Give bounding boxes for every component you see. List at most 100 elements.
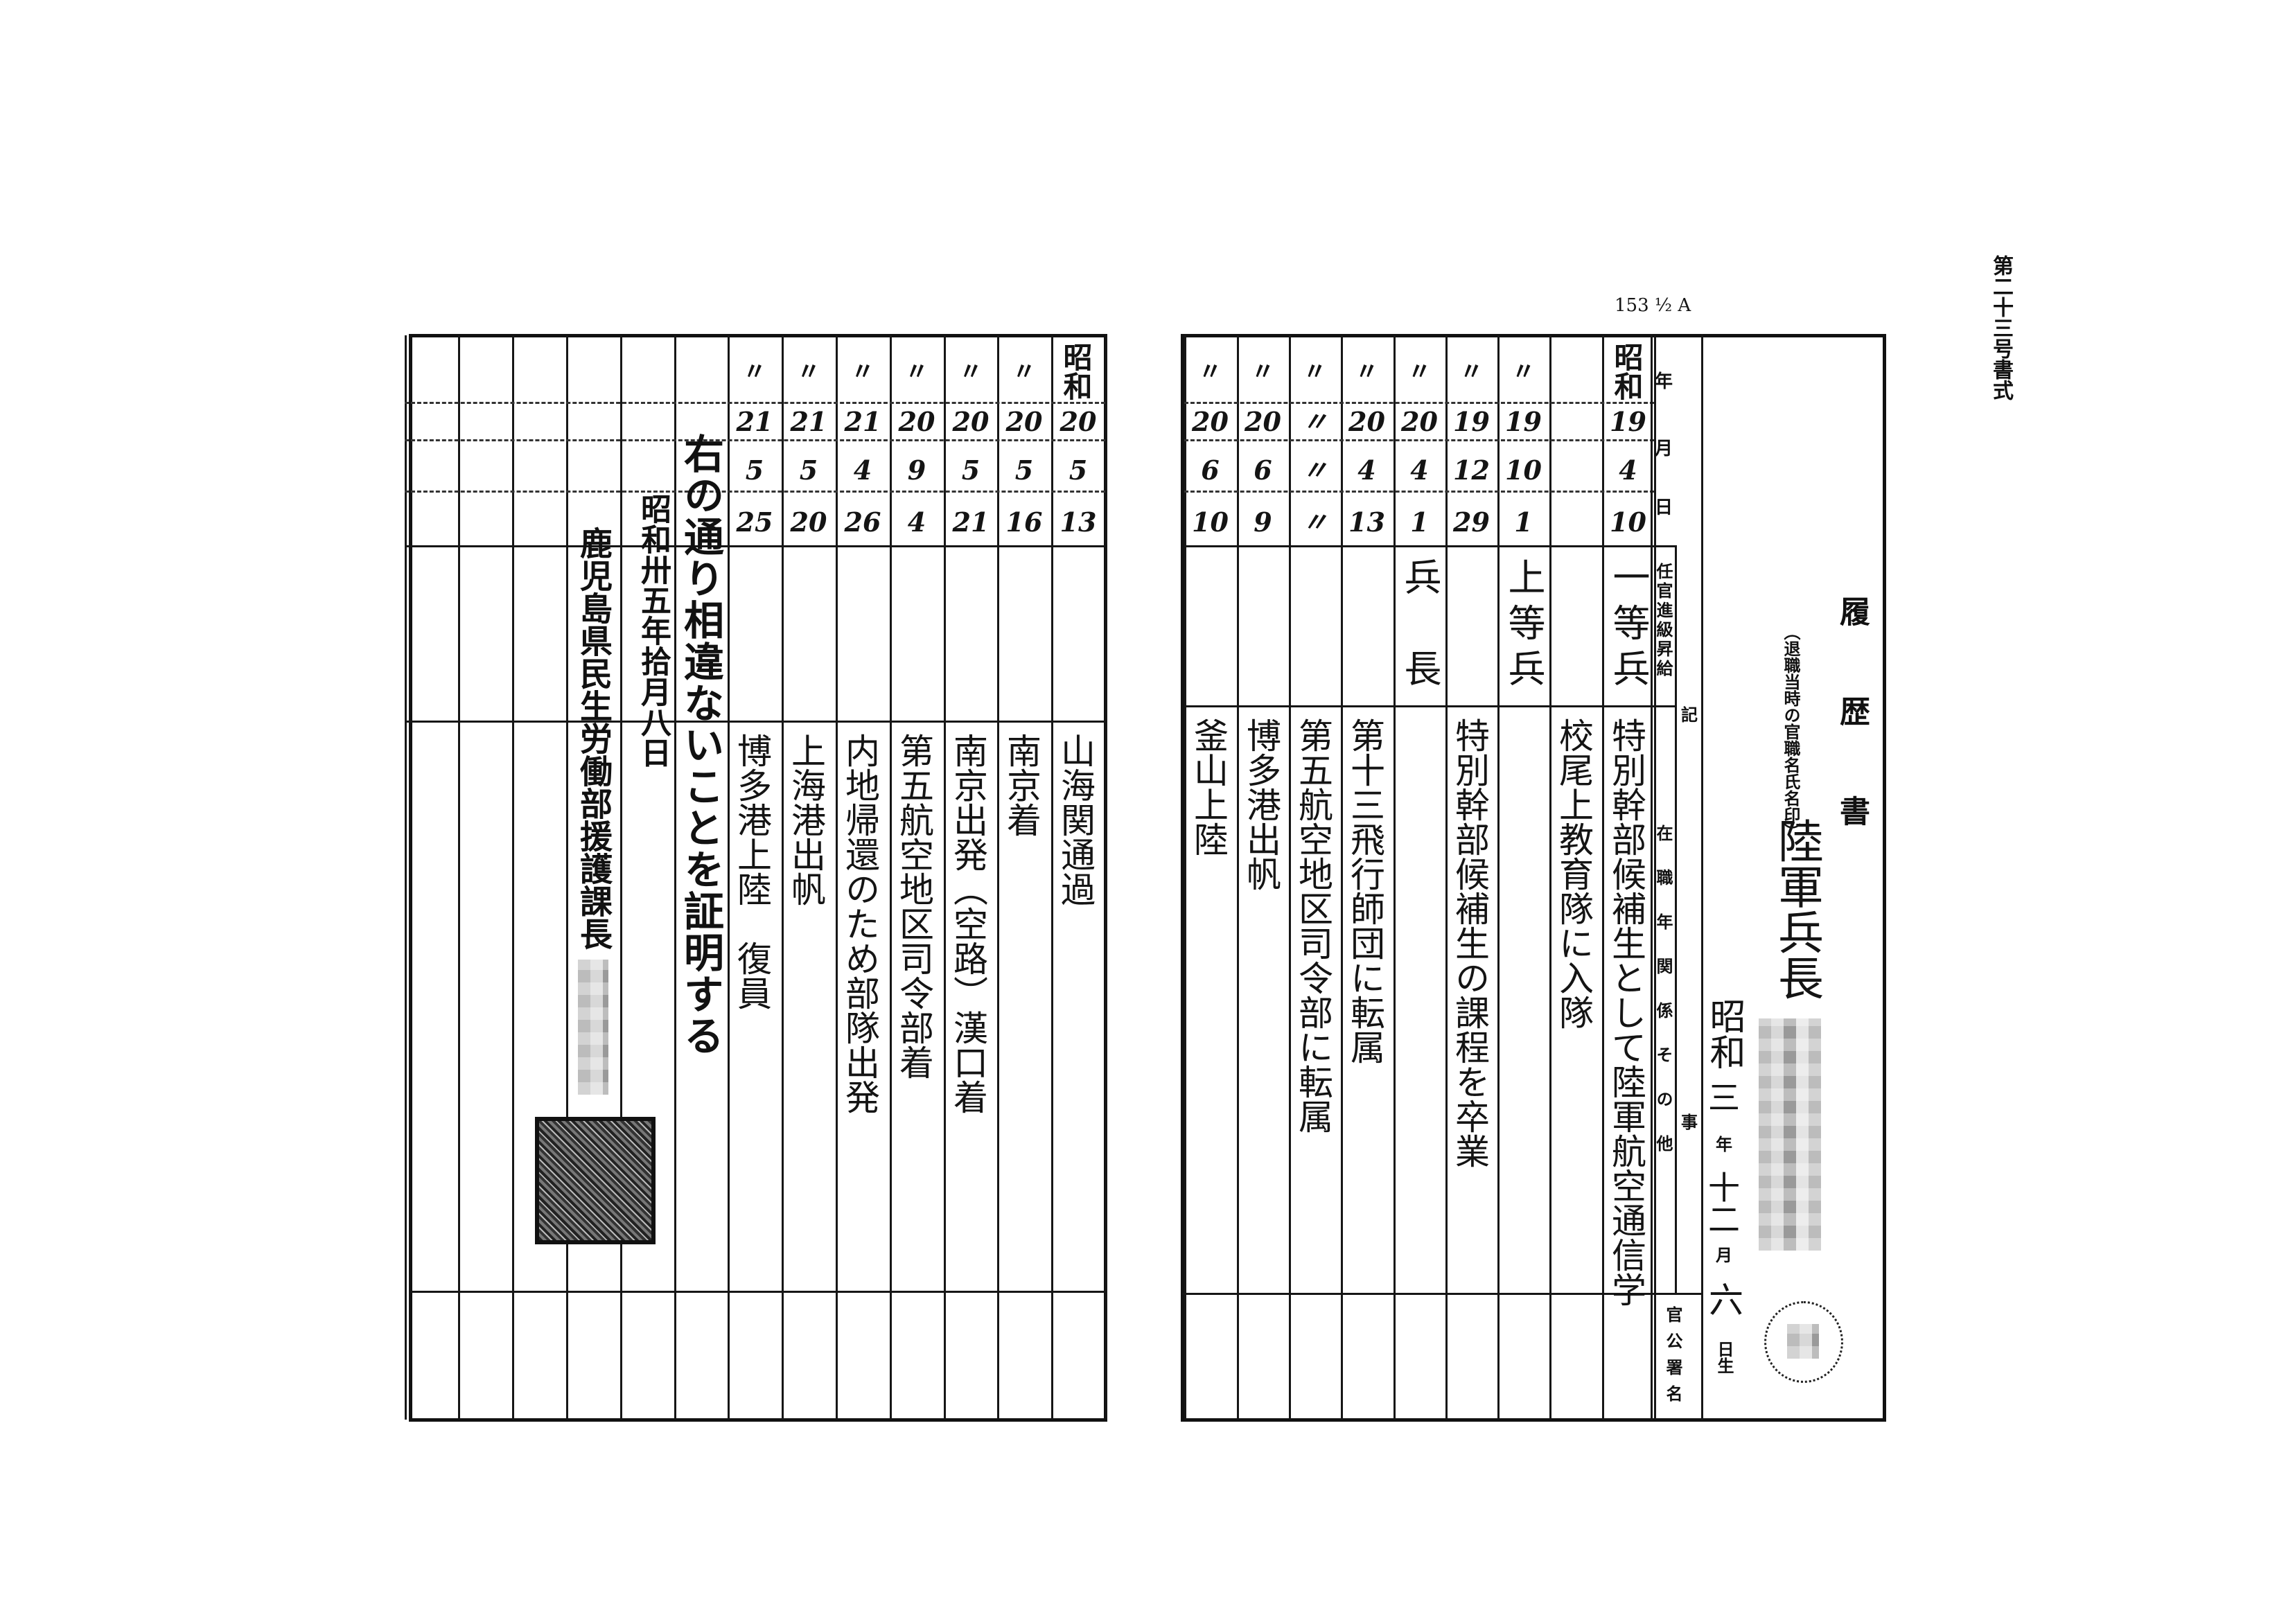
column-line — [1184, 335, 1186, 1420]
official-seal — [535, 1117, 656, 1244]
column-line — [512, 335, 514, 1420]
entry-era: 〃 — [1012, 358, 1036, 386]
entry-month: 5 — [799, 454, 818, 486]
entry-year: 〃 — [1301, 406, 1328, 437]
column-line — [458, 335, 460, 1420]
form-number: 第二十三号書式 — [1989, 255, 2013, 400]
column-line — [1237, 335, 1239, 1420]
column-line — [782, 335, 784, 1420]
entry-event: 第十三飛行師団に転属 — [1345, 718, 1385, 1064]
entry-day: 25 — [736, 506, 773, 538]
column-line — [1105, 335, 1107, 1420]
certification-date: 昭和卅五年拾月八日 — [635, 493, 671, 768]
entry-day: 16 — [1005, 506, 1043, 538]
entry-year: 20 — [898, 406, 935, 437]
entry-era: 〃 — [1407, 358, 1432, 386]
label-office: 官公署名 — [1663, 1306, 1682, 1411]
redacted-seal — [1787, 1324, 1819, 1359]
name-caption: （退職当時の官職名氏名印） — [1781, 624, 1800, 840]
entry-day: 10 — [1192, 506, 1229, 538]
column-line — [1549, 335, 1551, 1420]
redacted-issuer-name — [578, 960, 608, 1095]
entry-month: 4 — [1619, 454, 1637, 486]
pencil-note: 153 ½ A — [1615, 295, 1691, 316]
entry-event: 上海港出帆 — [786, 733, 826, 906]
column-line — [728, 335, 730, 1420]
dotted-row-line — [1184, 439, 1654, 441]
entry-month: 9 — [907, 454, 926, 486]
dotted-row-line — [1184, 402, 1654, 404]
column-line — [1602, 335, 1604, 1420]
column-line — [997, 335, 999, 1420]
dotted-row-line — [405, 402, 1105, 404]
dotted-row-line — [405, 439, 1105, 441]
dotted-row-line — [1184, 491, 1654, 493]
entry-event: 南京出発（空路）漢口着 — [948, 733, 988, 1114]
entry-year: 19 — [1453, 406, 1490, 437]
personal-seal — [1764, 1301, 1843, 1383]
left-bottom-row-line — [410, 1291, 1106, 1293]
entry-month: 5 — [1069, 454, 1088, 486]
entry-event: 博多港上陸 復員 — [732, 733, 772, 1010]
entry-month: 4 — [1410, 454, 1429, 486]
label-month: 月 — [1654, 439, 1673, 459]
entry-event: 釜山上陸 — [1188, 718, 1229, 856]
entry-event: 博多港出帆 — [1241, 718, 1281, 891]
entry-day: 4 — [907, 506, 926, 538]
row-line — [1184, 545, 1654, 547]
office-row-line — [1182, 1293, 1702, 1295]
column-line — [1654, 335, 1656, 1420]
entry-day: 29 — [1453, 506, 1490, 538]
birth-year: 三 — [1703, 1081, 1741, 1113]
entry-era: 昭和 — [1059, 342, 1093, 400]
entry-era: 昭和 — [1610, 342, 1644, 400]
entry-event: 山海関通過 — [1055, 733, 1096, 906]
entry-day: 13 — [1348, 506, 1385, 538]
column-line — [944, 335, 946, 1420]
entry-event: 内地帰還のため部隊出発 — [840, 733, 880, 1114]
entry-year: 20 — [1348, 406, 1385, 437]
entry-era: 〃 — [1303, 358, 1327, 386]
rank-name: 陸軍兵長 — [1770, 818, 1824, 1000]
entry-era: 〃 — [959, 358, 983, 386]
column-line — [836, 335, 838, 1420]
entry-day: 10 — [1610, 506, 1646, 538]
label-day: 日 — [1654, 497, 1673, 518]
entry-day: 〃 — [1301, 506, 1328, 538]
entry-era: 〃 — [905, 358, 929, 386]
entry-era: 〃 — [1251, 358, 1275, 386]
entry-era: 〃 — [851, 358, 874, 386]
issuer-title: 鹿児島県民生労働部援護課長 — [574, 527, 612, 950]
entry-month: 6 — [1201, 454, 1220, 486]
entry-year: 20 — [1245, 406, 1281, 437]
entry-event: 校尾上教育隊に入隊 — [1554, 718, 1594, 1030]
column-line — [1393, 335, 1396, 1420]
entry-event: 南京着 — [1001, 733, 1041, 837]
right-page-frame — [1181, 334, 1886, 1422]
birth-day-label: 日生 — [1714, 1341, 1734, 1374]
document-title: 履歴書 — [1834, 596, 1870, 895]
column-line — [405, 335, 407, 1420]
entry-year: 20 — [1005, 406, 1043, 437]
redacted-name — [1759, 1018, 1821, 1251]
entry-era: 〃 — [797, 358, 820, 386]
entry-rank: 一等兵 — [1606, 558, 1650, 695]
header-line — [1651, 705, 1675, 707]
label-service: 在職年関係その他 — [1653, 824, 1673, 1179]
entry-year: 21 — [844, 406, 881, 437]
label-appointment: 任官進級昇給 — [1653, 563, 1673, 679]
entry-year: 21 — [736, 406, 773, 437]
entry-era: 〃 — [1459, 358, 1484, 386]
header-inner-divider — [1675, 545, 1677, 1294]
entry-year: 20 — [1059, 406, 1097, 437]
entry-month: 5 — [961, 454, 981, 486]
label-ki: 記 — [1681, 705, 1698, 725]
birth-day: 六 — [1703, 1282, 1743, 1316]
entry-year: 20 — [1192, 406, 1229, 437]
entry-month: 12 — [1453, 454, 1490, 486]
entry-era: 〃 — [1355, 358, 1379, 386]
entry-month: 5 — [1014, 454, 1034, 486]
entry-year: 19 — [1610, 406, 1646, 437]
label-year: 年 — [1654, 371, 1673, 392]
entry-event: 第五航空地区司令部着 — [894, 733, 934, 1079]
